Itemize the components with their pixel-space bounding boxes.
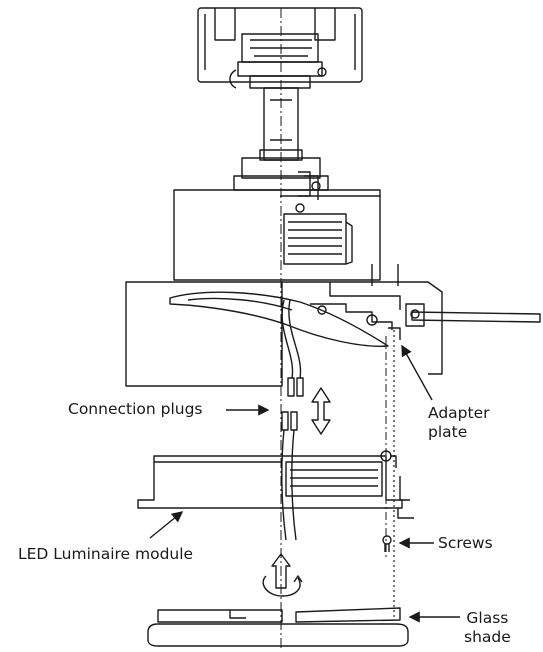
rotation-indicator: [262, 553, 303, 597]
adapter-plate-label-line2: plate: [428, 423, 468, 441]
fan-blade-left: [169, 291, 389, 347]
canopy-mount: [197, 7, 363, 89]
glass-shade-label-line2: shade: [464, 628, 511, 646]
motor-housing: [173, 189, 381, 281]
blade-housing: [125, 264, 443, 387]
screw: [382, 535, 392, 552]
fan-blade-right: [405, 303, 541, 327]
adapter-plate: [310, 303, 401, 340]
glass-shade: [147, 607, 409, 647]
adapter-plate-label-line1: Adapter: [428, 404, 490, 422]
leader-adapter-plate: [401, 344, 433, 401]
adapter-plate-label: Adapter plate: [428, 404, 490, 442]
screws-label: Screws: [438, 534, 493, 552]
wiring: [281, 299, 304, 541]
glass-shade-label-line1: Glass: [466, 609, 509, 627]
led-module: [137, 450, 414, 519]
glass-shade-label: Glass shade: [464, 609, 511, 647]
double-arrow-icon: [311, 387, 331, 435]
leader-led-module: [149, 511, 184, 539]
connection-plugs-label: Connection plugs: [68, 400, 203, 418]
led-module-label: LED Luminaire module: [18, 545, 194, 563]
